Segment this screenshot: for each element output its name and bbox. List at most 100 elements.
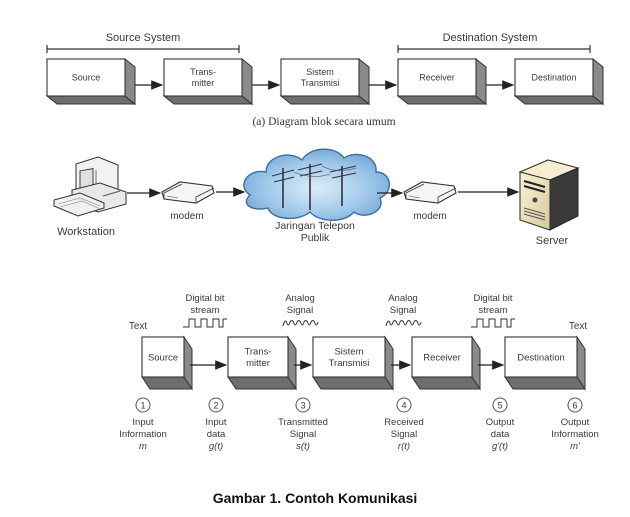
- digital-waveform-icon: [183, 318, 227, 328]
- signal-label-line2: stream: [190, 305, 219, 316]
- point-label-line1: Transmitted: [278, 417, 328, 428]
- block-c-sistem-transmisi-label: Sistem: [334, 347, 363, 358]
- point-symbol: m: [139, 441, 147, 452]
- server-label: Server: [536, 235, 569, 247]
- point-label-line2: data: [207, 429, 226, 440]
- point-symbol: g(t): [209, 441, 223, 452]
- block-c-transmitter-label: mitter: [246, 358, 270, 369]
- block-a-transmitter-label: mitter: [192, 78, 215, 88]
- point-label-line1: Received: [384, 417, 424, 428]
- block-c-receiver-label: Receiver: [423, 352, 461, 363]
- server-icon: [518, 159, 580, 231]
- destination-system-bracket: Destination System: [397, 32, 591, 53]
- block-c-sistem-transmisi-label: Transmisi: [329, 358, 370, 369]
- point-label-line1: Input: [205, 417, 226, 428]
- block-a-source-label: Source: [72, 73, 101, 83]
- block-a-sistem-transmisi-label: Transmisi: [301, 78, 340, 88]
- workstation-label: Workstation: [57, 226, 115, 238]
- point-label-line1: Output: [486, 417, 515, 428]
- point-label-line2: Signal: [391, 429, 417, 440]
- block-a-destination: Destination: [513, 57, 605, 106]
- analog-waveform-icon: [385, 320, 422, 327]
- block-c-source: Source: [141, 335, 193, 391]
- block-c-destination: Destination: [504, 335, 586, 391]
- section-c-signal-flow-diagram: Text Text Digital bitstreamAnalogSignalA…: [119, 293, 599, 452]
- point-symbol: r(t): [398, 441, 410, 452]
- digital-waveform-icon: [471, 318, 515, 328]
- text-input-label: Text: [129, 321, 148, 332]
- modem-right-icon: [403, 181, 457, 204]
- signal-label-line1: Digital bit: [185, 293, 224, 304]
- signal-label-line2: stream: [478, 305, 507, 316]
- point-number: 4: [401, 401, 406, 411]
- block-a-transmitter-label: Trans-: [190, 67, 216, 77]
- cloud-label-line1: Jaringan Telepon: [275, 220, 355, 232]
- point-number-circle: [567, 397, 583, 413]
- point-symbol: s(t): [296, 441, 310, 452]
- section-b-network-diagram: Workstation modem Jaringan Te: [53, 148, 580, 247]
- text-output-label: Text: [569, 321, 588, 332]
- point-number: 1: [140, 401, 145, 411]
- analog-waveform-icon: [282, 320, 319, 327]
- signal-label-line2: Signal: [287, 305, 313, 316]
- telephone-network-cloud-icon: [243, 148, 390, 221]
- point-number: 3: [300, 401, 305, 411]
- caption-a: (a) Diagram blok secara umum: [252, 116, 395, 128]
- signal-label-line1: Analog: [388, 293, 418, 304]
- block-a-sistem-transmisi-label: Sistem: [306, 67, 334, 77]
- block-a-source: Source: [45, 57, 137, 106]
- modem-right-label: modem: [413, 211, 446, 222]
- point-number-circle: [396, 397, 412, 413]
- point-label-line2: data: [491, 429, 510, 440]
- point-label-line2: Information: [119, 429, 167, 440]
- point-number-circle: [295, 397, 311, 413]
- block-a-receiver-label: Receiver: [419, 73, 455, 83]
- modem-left-icon: [161, 181, 215, 204]
- workstation-icon: [53, 156, 127, 217]
- block-c-transmitter: Trans-mitter: [227, 335, 297, 391]
- block-c-destination-label: Destination: [517, 352, 565, 363]
- cloud-label-line2: Publik: [301, 232, 330, 244]
- point-number-circle: [208, 397, 224, 413]
- block-c-receiver: Receiver: [411, 335, 481, 391]
- signal-points: 1InputInformationm2Inputdatag(t)3Transmi…: [119, 397, 599, 452]
- signal-label-line2: Signal: [390, 305, 416, 316]
- block-c-source-label: Source: [148, 352, 178, 363]
- signal-label-line1: Analog: [285, 293, 315, 304]
- point-number: 5: [497, 401, 502, 411]
- signal-label-line1: Digital bit: [473, 293, 512, 304]
- point-label-line2: Signal: [290, 429, 316, 440]
- point-symbol: m': [570, 441, 581, 452]
- point-number: 6: [572, 401, 577, 411]
- figure-title: Gambar 1. Contoh Komunikasi: [213, 490, 418, 506]
- block-a-transmitter: Trans-mitter: [162, 57, 254, 106]
- point-number: 2: [213, 401, 218, 411]
- section-a-block-diagram: Source System Destination System SourceT…: [45, 32, 605, 128]
- point-number-circle: [492, 397, 508, 413]
- point-label-line1: Output: [561, 417, 590, 428]
- block-c-transmitter-label: Trans-: [244, 347, 271, 358]
- source-system-bracket: Source System: [46, 32, 240, 53]
- destination-system-label: Destination System: [443, 32, 538, 44]
- point-label-line2: Information: [551, 429, 599, 440]
- source-system-label: Source System: [106, 32, 181, 44]
- point-label-line1: Input: [132, 417, 153, 428]
- signal-labels: Digital bitstreamAnalogSignalAnalogSigna…: [183, 293, 515, 328]
- point-number-circle: [135, 397, 151, 413]
- block-a-receiver: Receiver: [396, 57, 488, 106]
- point-symbol: g'(t): [492, 441, 508, 452]
